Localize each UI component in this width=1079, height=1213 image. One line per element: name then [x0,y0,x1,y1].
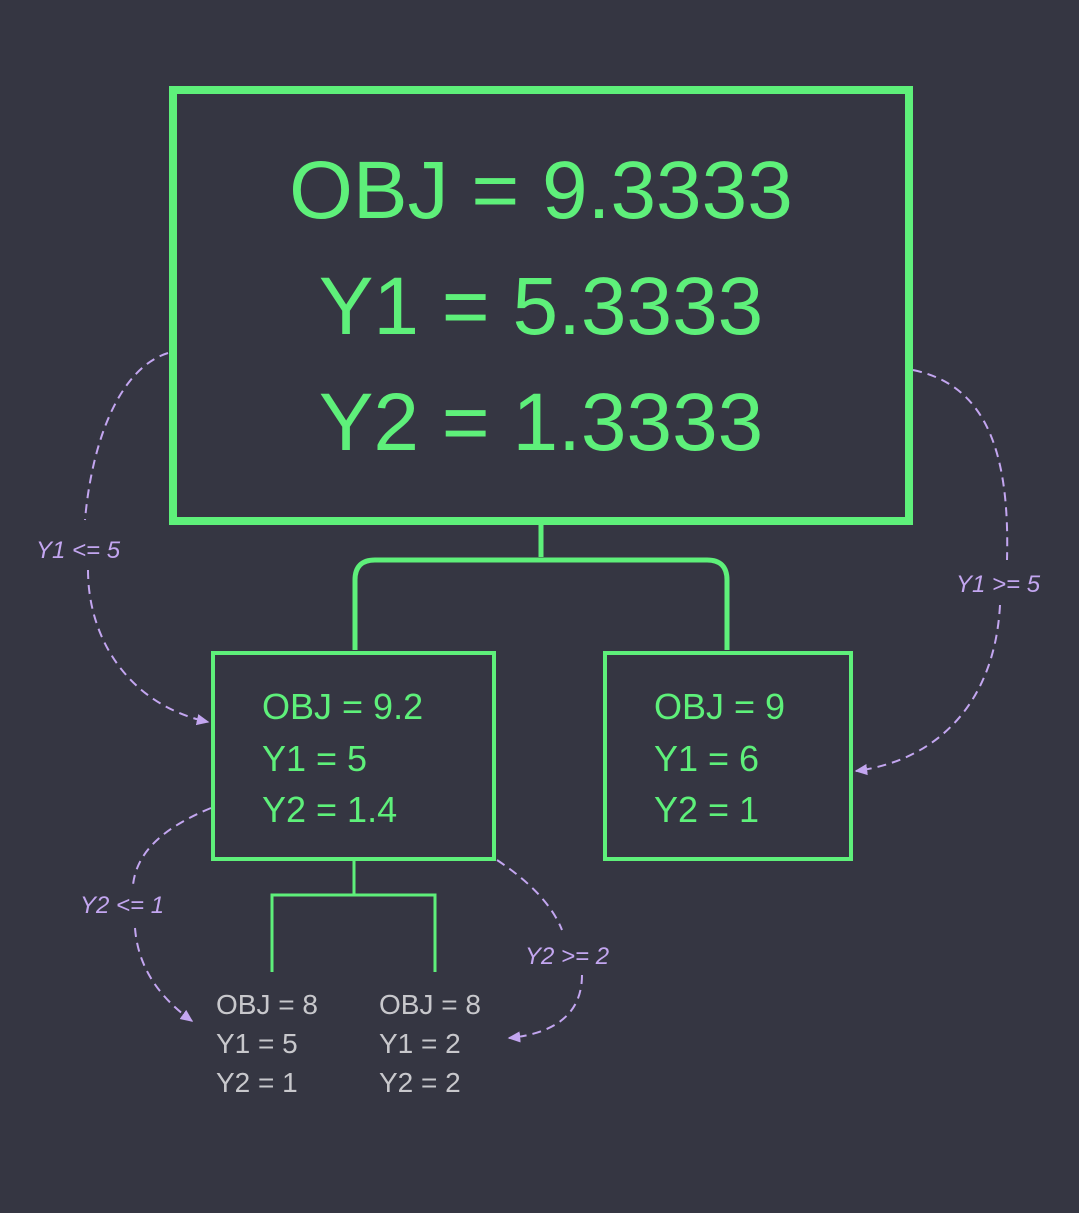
leaf-left-y1: Y1 = 5 [216,1028,298,1059]
branch-label-root-left: Y1 <= 5 [36,537,121,564]
right-obj: OBJ = 9 [654,686,785,727]
left-connector [270,861,437,972]
root-y1: Y1 = 5.3333 [319,261,764,352]
left-y1: Y1 = 5 [262,738,367,779]
left-obj: OBJ = 9.2 [262,686,423,727]
root-node-box [169,86,913,525]
leaf-right-y1: Y1 = 2 [379,1028,461,1059]
right-node-box [603,651,853,861]
leaf-left-obj: OBJ = 8 [216,989,318,1020]
right-y2: Y2 = 1 [654,789,759,830]
branch-arrow-left-left [132,807,212,1021]
branch-arrow-root-left [84,352,208,722]
root-obj: OBJ = 9.3333 [289,145,793,236]
branch-label-left-left: Y2 <= 1 [80,892,164,919]
leaf-left-y2: Y2 = 1 [216,1067,298,1098]
branch-arrow-root-right [856,369,1009,771]
left-y2: Y2 = 1.4 [262,789,397,830]
branch-label-root-right: Y1 >= 5 [956,571,1041,598]
root-connector [352,525,730,650]
left-node-box [211,651,496,861]
right-y1: Y1 = 6 [654,738,759,779]
branch-arrow-left-right [497,859,583,1038]
branch-label-left-right: Y2 >= 2 [525,943,609,970]
root-y2: Y2 = 1.3333 [319,377,764,468]
leaf-right-y2: Y2 = 2 [379,1067,461,1098]
leaf-right-obj: OBJ = 8 [379,989,481,1020]
